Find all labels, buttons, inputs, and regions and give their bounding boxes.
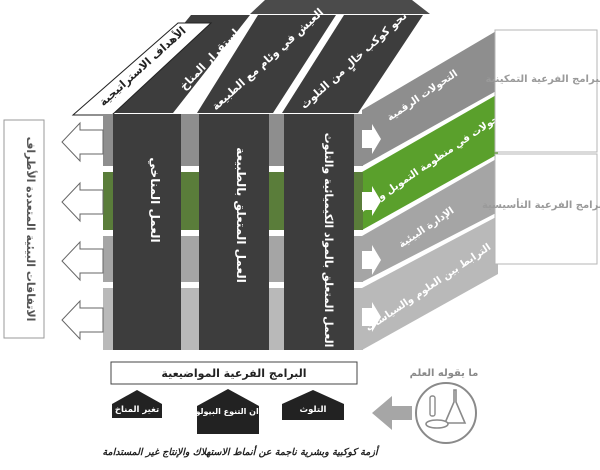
right-arrow-1 bbox=[362, 124, 381, 154]
goal-strip-pollution bbox=[282, 15, 423, 113]
goal-strip-nature bbox=[197, 15, 336, 113]
thematic-box bbox=[110, 361, 358, 385]
right-arrow-4 bbox=[362, 302, 381, 332]
science-label: ما يقوله العلم bbox=[410, 368, 479, 379]
foundational-box bbox=[494, 153, 598, 265]
left-arrows bbox=[61, 121, 104, 341]
side-layer-digital bbox=[362, 30, 498, 166]
front-columns bbox=[113, 114, 354, 350]
science-icon bbox=[415, 382, 477, 444]
side-layer-finance bbox=[362, 94, 498, 230]
front-column-label-climate: العمل المناخي bbox=[148, 157, 162, 242]
footer-text: أزمة كوكبية وبشرية ناجمة عن أنماط الاسته… bbox=[102, 445, 380, 458]
right-arrows bbox=[362, 124, 381, 332]
side-layers bbox=[362, 30, 498, 350]
left-arrow-3 bbox=[61, 240, 104, 282]
front-column-label-nature: العمل المتعلق بالطبيعة bbox=[234, 147, 248, 283]
crisis-pollution bbox=[282, 390, 344, 420]
side-layer-science bbox=[362, 216, 498, 350]
front-column-chemicals bbox=[284, 114, 354, 350]
crisis-biodiversity-loss bbox=[197, 389, 259, 434]
side-layer-governance bbox=[362, 158, 498, 282]
science-arrow bbox=[372, 396, 412, 430]
mea-label: الاتفاقات البيئية المتعددة الأطراف bbox=[24, 137, 38, 322]
crisis-climate-change bbox=[112, 390, 162, 418]
cube-top-face bbox=[250, 0, 430, 14]
right-arrow-2 bbox=[362, 186, 381, 216]
foundational-label: البرامج الفرعية التأسيسية bbox=[482, 198, 600, 211]
thematic-label: البرامج الفرعية المواضيعية bbox=[161, 367, 306, 380]
crisis-label-biodiversity-loss-text: فقدان التنوع البيولوجي bbox=[182, 407, 275, 416]
enabling-label: البرامج الفرعية التمكينية bbox=[486, 74, 600, 85]
goal-strips bbox=[111, 15, 423, 113]
front-column-nature bbox=[199, 114, 269, 350]
crisis-label-pollution: التلوث bbox=[300, 405, 327, 415]
left-arrow-1 bbox=[61, 121, 104, 163]
goal-strip-climate bbox=[111, 15, 250, 113]
front-column-climate bbox=[113, 114, 181, 350]
front-column-label-chemicals: العمل المتعلق بالمواد الكيميائية والتلوث bbox=[322, 133, 335, 348]
enabling-box bbox=[494, 29, 598, 153]
left-arrow-2 bbox=[61, 181, 104, 223]
left-arrow-4 bbox=[61, 299, 104, 341]
crisis-label-biodiversity-loss: فقدان التنوع البيولوجي bbox=[182, 407, 275, 416]
right-arrow-3 bbox=[362, 245, 381, 275]
crises bbox=[112, 389, 344, 434]
mea-box bbox=[3, 119, 45, 339]
crisis-label-climate-change: تغير المناخ bbox=[115, 405, 159, 415]
